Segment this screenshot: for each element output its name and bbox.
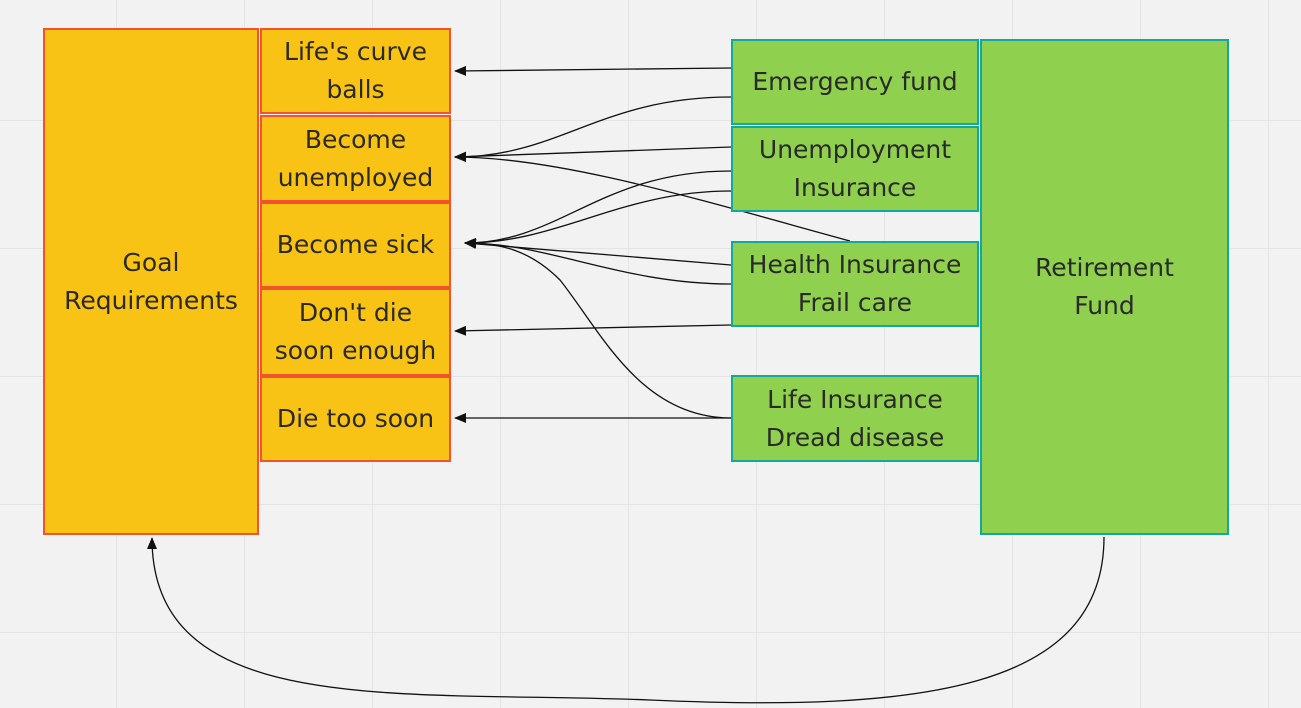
connector-emergency-to-unemployed — [454, 96, 732, 162]
risk-label: Become unemployed — [277, 124, 434, 192]
risk-die-too-soon[interactable]: Die too soon — [260, 376, 451, 462]
goal-requirements-box[interactable]: Goal Requirements — [43, 28, 259, 535]
solution-emergency-fund[interactable]: Emergency fund — [731, 39, 979, 125]
connector-health-to-unemployed — [454, 152, 851, 242]
connector-retirement-to-goal — [147, 536, 1105, 704]
solution-label: Emergency fund — [752, 67, 958, 96]
risk-dont-die-soon-enough[interactable]: Don't die soon enough — [260, 288, 451, 376]
connector-life-to-sick — [464, 238, 732, 419]
risk-life-curve-balls[interactable]: Life's curve balls — [260, 28, 451, 114]
connector-unemployment-to-sick-a — [464, 170, 732, 248]
retirement-fund-label: Retirement Fund — [1035, 253, 1174, 320]
solution-unemployment-insurance[interactable]: Unemployment Insurance — [731, 126, 979, 212]
solution-health-insurance-frail-care[interactable]: Health Insurance Frail care — [731, 241, 979, 327]
solution-label: Life Insurance Dread disease — [765, 384, 945, 452]
risk-label: Life's curve balls — [284, 37, 427, 104]
risk-label: Don't die soon enough — [274, 298, 437, 365]
solution-label: Health Insurance Frail care — [748, 250, 962, 317]
risk-label: Become sick — [276, 230, 435, 259]
solution-life-insurance-dread-disease[interactable]: Life Insurance Dread disease — [731, 375, 979, 462]
solution-label: Unemployment Insurance — [758, 135, 952, 202]
risk-become-unemployed[interactable]: Become unemployed — [260, 115, 451, 202]
connector-unemployment-to-unemployed — [454, 146, 732, 162]
connector-emergency-to-curveballs — [454, 65, 732, 76]
risk-label: Die too soon — [276, 404, 435, 433]
connector-health-to-old-age — [454, 324, 732, 336]
retirement-fund-box[interactable]: Retirement Fund — [980, 39, 1229, 535]
risk-become-sick[interactable]: Become sick — [260, 202, 451, 288]
connector-unemployment-to-sick-b — [464, 190, 732, 248]
goal-requirements-label: Goal Requirements — [64, 247, 238, 315]
connector-health-to-sick-b — [464, 238, 732, 285]
